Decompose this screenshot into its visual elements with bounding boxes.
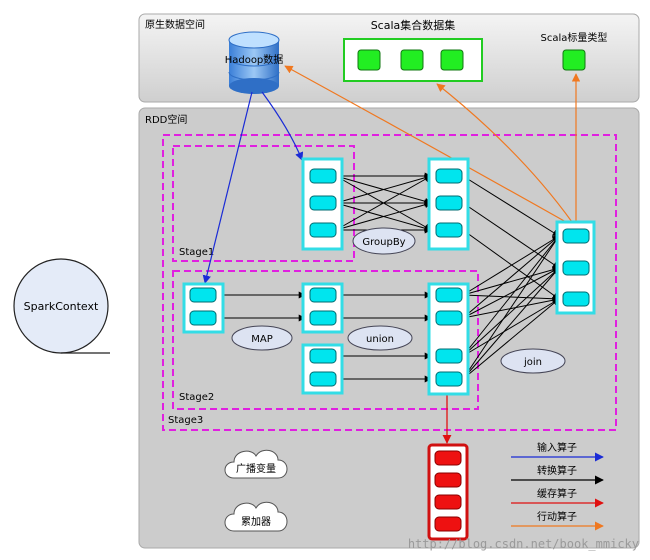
- input-arrows: [202, 91, 304, 284]
- watermark: http://blog.csdn.net/book_mmicky: [408, 537, 639, 551]
- rdd-d: [301, 282, 344, 334]
- map-label: MAP: [251, 334, 273, 345]
- legend: 输入算子 转换算子 缓存算子 行动算子: [511, 441, 604, 531]
- join-operation: join: [500, 348, 566, 374]
- stage2-label: Stage2: [179, 392, 214, 403]
- cached-rdd: [427, 443, 469, 541]
- scala-scalar: [562, 49, 586, 71]
- map-operation: MAP: [231, 325, 293, 351]
- action-arrows: [284, 65, 581, 223]
- rdd-space-title: RDD空间: [145, 113, 187, 126]
- broadcast-variable-cloud: 广播变量: [224, 449, 288, 479]
- stage1-box: [172, 145, 355, 262]
- rdd-b: [427, 157, 470, 251]
- union-label: union: [366, 334, 394, 345]
- broadcast-label: 广播变量: [236, 462, 276, 475]
- legend-input-label: 输入算子: [537, 441, 577, 454]
- transform-arrows: [218, 172, 560, 383]
- rdd-a: [301, 157, 344, 251]
- join-label: join: [523, 357, 542, 368]
- rdd-f: [427, 282, 470, 396]
- spark-context-label: SparkContext: [24, 300, 99, 313]
- rdd-c: [182, 282, 225, 334]
- legend-transform-label: 转换算子: [537, 464, 577, 477]
- scala-collection-label: Scala集合数据集: [371, 18, 456, 32]
- rdd-e: [301, 343, 344, 395]
- spark-context: SparkContext: [13, 258, 110, 354]
- accumulator-cloud: 累加器: [224, 501, 288, 532]
- union-operation: union: [347, 325, 413, 351]
- hadoop-label: Hadoop数据: [225, 53, 284, 66]
- legend-action-label: 行动算子: [537, 510, 577, 523]
- scala-collection: [343, 38, 483, 82]
- legend-cache-label: 缓存算子: [537, 487, 577, 500]
- rdd-g: [555, 220, 596, 315]
- stage1-label: Stage1: [179, 247, 214, 258]
- native-space-title: 原生数据空间: [145, 18, 205, 31]
- hadoop-database-icon: [228, 31, 280, 94]
- scala-scalar-label: Scala标量类型: [541, 31, 608, 44]
- stage2-box: [172, 270, 479, 410]
- stage3-box: [162, 134, 617, 431]
- groupby-label: GroupBy: [362, 237, 405, 248]
- stage3-label: Stage3: [168, 415, 203, 426]
- groupby-operation: GroupBy: [352, 227, 416, 255]
- accumulator-label: 累加器: [241, 516, 271, 528]
